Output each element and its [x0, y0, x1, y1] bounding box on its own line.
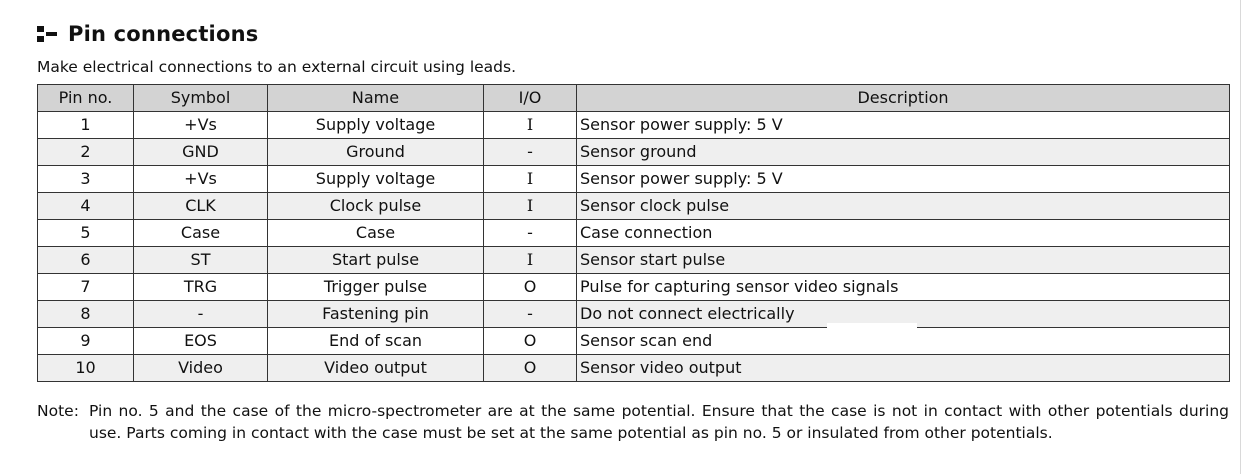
table-row: 3 +Vs Supply voltage I Sensor power supp… — [37, 165, 1230, 193]
redaction-patch — [827, 323, 917, 341]
io-cell: - — [483, 300, 577, 328]
intro-text: Make electrical connections to an extern… — [37, 58, 517, 76]
description-cell: Pulse for capturing sensor video signals — [576, 273, 1230, 301]
io-cell: O — [483, 273, 577, 301]
table-row: 1 +Vs Supply voltage I Sensor power supp… — [37, 111, 1230, 139]
note-block: Note: Pin no. 5 and the case of the micr… — [37, 400, 1229, 444]
pin-number-cell: 6 — [37, 246, 134, 274]
symbol-cell: GND — [133, 138, 268, 166]
symbol-cell: EOS — [133, 327, 268, 355]
description-cell: Sensor clock pulse — [576, 192, 1230, 220]
name-cell: Ground — [267, 138, 484, 166]
table-row: 6 ST Start pulse I Sensor start pulse — [37, 246, 1230, 274]
description-cell: Sensor power supply: 5 V — [576, 111, 1230, 139]
pin-number-cell: 9 — [37, 327, 134, 355]
column-header-io: I/O — [483, 84, 577, 112]
table-row: 9 EOS End of scan O Sensor scan end — [37, 327, 1230, 355]
description-cell: Case connection — [576, 219, 1230, 247]
pin-number-cell: 4 — [37, 192, 134, 220]
pin-number-cell: 10 — [37, 354, 134, 382]
name-cell: Fastening pin — [267, 300, 484, 328]
column-header-name: Name — [267, 84, 484, 112]
page-edge-rule — [1240, 0, 1241, 474]
section-bullet-icon — [37, 25, 59, 43]
column-header-symbol: Symbol — [133, 84, 268, 112]
note-label: Note: — [37, 402, 79, 420]
name-cell: Clock pulse — [267, 192, 484, 220]
name-cell: Supply voltage — [267, 111, 484, 139]
name-cell: Case — [267, 219, 484, 247]
symbol-cell: CLK — [133, 192, 268, 220]
symbol-cell: +Vs — [133, 111, 268, 139]
symbol-cell: ST — [133, 246, 268, 274]
description-cell: Sensor start pulse — [576, 246, 1230, 274]
symbol-cell: +Vs — [133, 165, 268, 193]
note-text: Pin no. 5 and the case of the micro-spec… — [89, 402, 1229, 442]
column-header-description: Description — [576, 84, 1230, 112]
io-cell: I — [483, 165, 577, 193]
table-row: 5 Case Case - Case connection — [37, 219, 1230, 247]
io-cell: I — [483, 192, 577, 220]
pin-number-cell: 2 — [37, 138, 134, 166]
pin-number-cell: 1 — [37, 111, 134, 139]
table-row: 8 - Fastening pin - Do not connect elect… — [37, 300, 1230, 328]
symbol-cell: Case — [133, 219, 268, 247]
symbol-cell: - — [133, 300, 268, 328]
name-cell: Video output — [267, 354, 484, 382]
description-cell: Sensor power supply: 5 V — [576, 165, 1230, 193]
name-cell: Supply voltage — [267, 165, 484, 193]
section-heading: Pin connections — [37, 20, 258, 48]
name-cell: Trigger pulse — [267, 273, 484, 301]
description-cell: Sensor ground — [576, 138, 1230, 166]
table-row: 4 CLK Clock pulse I Sensor clock pulse — [37, 192, 1230, 220]
symbol-cell: Video — [133, 354, 268, 382]
table-row: 10 Video Video output O Sensor video out… — [37, 354, 1230, 382]
pin-number-cell: 5 — [37, 219, 134, 247]
table-header-row: Pin no. Symbol Name I/O Description — [37, 84, 1230, 112]
pin-connections-table: Pin no. Symbol Name I/O Description 1 +V… — [37, 84, 1230, 382]
table-row: 7 TRG Trigger pulse O Pulse for capturin… — [37, 273, 1230, 301]
io-cell: I — [483, 246, 577, 274]
io-cell: O — [483, 327, 577, 355]
name-cell: End of scan — [267, 327, 484, 355]
pin-number-cell: 3 — [37, 165, 134, 193]
io-cell: - — [483, 219, 577, 247]
pin-number-cell: 8 — [37, 300, 134, 328]
name-cell: Start pulse — [267, 246, 484, 274]
pin-number-cell: 7 — [37, 273, 134, 301]
io-cell: - — [483, 138, 577, 166]
table-row: 2 GND Ground - Sensor ground — [37, 138, 1230, 166]
io-cell: O — [483, 354, 577, 382]
section-title: Pin connections — [68, 22, 259, 46]
symbol-cell: TRG — [133, 273, 268, 301]
column-header-pin-no: Pin no. — [37, 84, 134, 112]
description-cell: Sensor video output — [576, 354, 1230, 382]
io-cell: I — [483, 111, 577, 139]
